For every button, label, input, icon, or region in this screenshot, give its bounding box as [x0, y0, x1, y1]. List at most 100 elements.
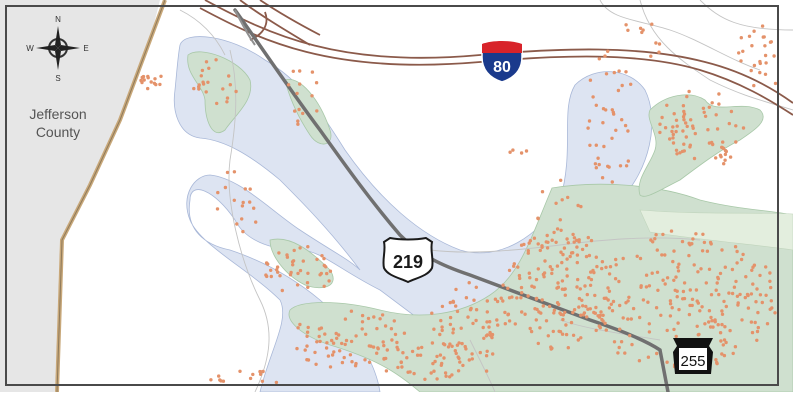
structure-point [649, 238, 653, 242]
structure-point [617, 69, 621, 73]
structure-point [728, 328, 732, 333]
structure-point [550, 267, 554, 272]
structure-point [710, 101, 714, 105]
map-border [5, 5, 779, 386]
structure-point [385, 348, 389, 352]
structure-point [315, 109, 319, 113]
structure-point [655, 351, 659, 356]
structure-point [768, 271, 772, 275]
structure-point [420, 345, 424, 350]
structure-point [749, 320, 754, 324]
structure-point [519, 285, 524, 290]
structure-point [606, 164, 610, 168]
structure-point [491, 352, 495, 356]
structure-point [607, 289, 612, 293]
structure-point [721, 140, 725, 144]
structure-point [472, 298, 476, 302]
structure-point [750, 44, 754, 48]
interstate-80-shield[interactable]: 80 [481, 40, 523, 83]
structure-point [661, 232, 665, 237]
jefferson-county-area [0, 0, 160, 392]
structure-point [234, 89, 238, 94]
structure-point [415, 353, 420, 357]
structure-point [296, 271, 300, 276]
structure-point [319, 271, 323, 276]
structure-point [291, 263, 295, 267]
structure-point [322, 263, 326, 268]
structure-point [624, 70, 628, 74]
structure-point [140, 80, 144, 85]
structure-point [672, 249, 676, 253]
structure-point [722, 162, 726, 166]
structure-point [568, 254, 572, 259]
structure-point [463, 344, 467, 349]
structure-point [601, 107, 606, 111]
structure-point [758, 293, 763, 297]
structure-point [624, 23, 628, 27]
structure-point [320, 254, 324, 258]
structure-point [772, 54, 776, 58]
structure-point [490, 332, 495, 337]
structure-point [324, 346, 329, 350]
structure-point [296, 326, 300, 330]
structure-point [565, 257, 569, 261]
structure-point [204, 60, 209, 64]
structure-point [259, 370, 263, 374]
structure-point [768, 279, 772, 283]
structure-point [558, 218, 562, 222]
structure-point [382, 356, 386, 361]
us-219-shield[interactable]: 219 [382, 236, 434, 284]
structure-point [536, 341, 540, 346]
structure-point [215, 101, 219, 106]
structure-point [506, 286, 510, 290]
structure-point [585, 292, 589, 297]
structure-point [691, 237, 695, 241]
structure-point [717, 92, 721, 96]
structure-point [221, 87, 225, 91]
structure-point [232, 170, 237, 174]
structure-point [291, 259, 296, 263]
structure-point [328, 269, 333, 273]
structure-point [650, 22, 654, 26]
structure-point [470, 352, 474, 356]
structure-point [206, 80, 210, 85]
structure-point [565, 237, 569, 241]
structure-point [646, 300, 650, 304]
structure-point [564, 332, 569, 337]
structure-point [443, 371, 448, 375]
structure-point [433, 359, 437, 364]
structure-point [724, 304, 728, 309]
structure-point [707, 309, 712, 313]
structure-point [709, 293, 714, 297]
structure-point [695, 324, 699, 328]
structure-point [313, 350, 317, 355]
structure-point [495, 299, 500, 304]
structure-point [269, 268, 273, 272]
structure-point [496, 323, 500, 327]
structure-point [614, 257, 618, 262]
structure-point [453, 349, 457, 353]
structure-point [668, 299, 673, 303]
structure-point [677, 307, 681, 312]
structure-point [450, 344, 454, 348]
structure-point [511, 148, 515, 152]
pa-255-shield[interactable]: 255 [673, 338, 713, 374]
structure-point [764, 61, 768, 65]
structure-point [617, 345, 621, 350]
structure-point [423, 377, 427, 381]
structure-point [769, 299, 773, 303]
structure-point [711, 142, 715, 147]
structure-point [773, 311, 777, 315]
structure-point [580, 247, 585, 252]
structure-point [674, 129, 678, 134]
compass-rose: N S E W [26, 15, 88, 83]
structure-point [743, 295, 747, 300]
structure-point [693, 131, 697, 136]
structure-point [655, 270, 660, 274]
structure-point [641, 298, 646, 302]
structure-point [689, 118, 693, 122]
structure-point [209, 378, 213, 382]
structure-point [372, 315, 376, 319]
structure-point [278, 274, 282, 278]
